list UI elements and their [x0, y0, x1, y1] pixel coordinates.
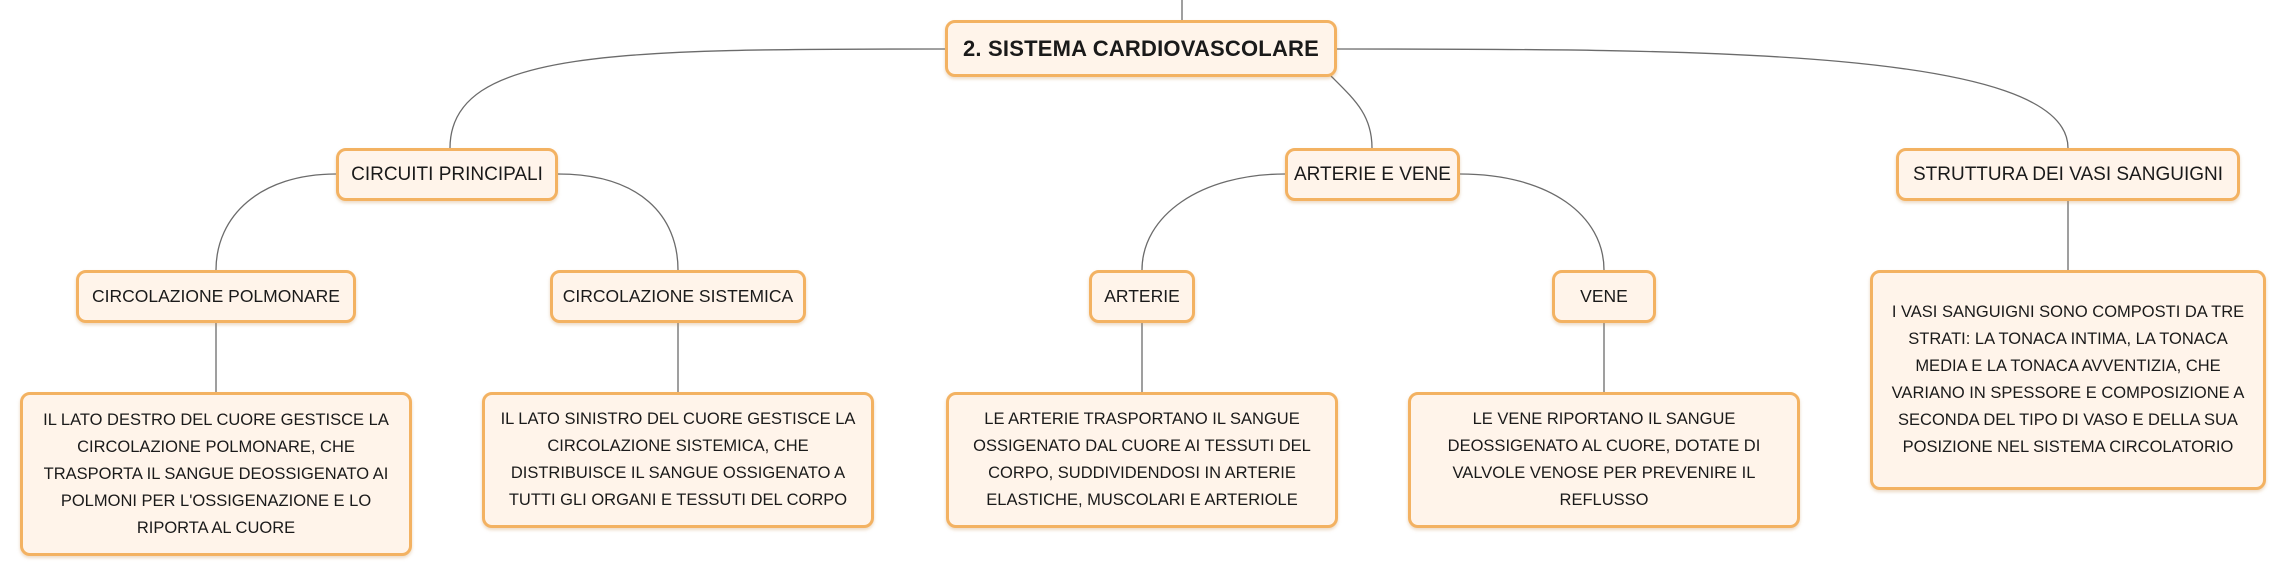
connector-vessels-arteries [1141, 173, 1286, 271]
node-struttura-vasi-sanguigni[interactable]: STRUTTURA DEI VASI SANGUIGNI [1896, 148, 2240, 201]
root-node-sistema-cardiovascolare[interactable]: 2. SISTEMA CARDIOVASCOLARE [945, 20, 1337, 77]
desc-arterie[interactable]: LE ARTERIE TRASPORTANO IL SANGUE OSSIGEN… [946, 392, 1338, 528]
node-circolazione-sistemica[interactable]: CIRCOLAZIONE SISTEMICA [550, 270, 806, 323]
connector-root-circuits [449, 48, 946, 149]
desc-circolazione-sistemica[interactable]: IL LATO SINISTRO DEL CUORE GESTISCE LA C… [482, 392, 874, 528]
connector-root-structure [1336, 48, 2069, 149]
node-vene[interactable]: VENE [1552, 270, 1656, 323]
node-circuiti-principali[interactable]: CIRCUITI PRINCIPALI [336, 148, 558, 201]
connector-circuits-systemic [557, 173, 679, 271]
desc-vene[interactable]: LE VENE RIPORTANO IL SANGUE DEOSSIGENATO… [1408, 392, 1800, 528]
desc-struttura-vasi-sanguigni[interactable]: I VASI SANGUIGNI SONO COMPOSTI DA TRE ST… [1870, 270, 2266, 490]
connector-vessels-veins [1459, 173, 1605, 271]
desc-circolazione-polmonare[interactable]: IL LATO DESTRO DEL CUORE GESTISCE LA CIR… [20, 392, 412, 556]
node-arterie[interactable]: ARTERIE [1089, 270, 1195, 323]
node-arterie-e-vene[interactable]: ARTERIE E VENE [1285, 148, 1460, 201]
node-circolazione-polmonare[interactable]: CIRCOLAZIONE POLMONARE [76, 270, 356, 323]
connector-circuits-pulmonary [215, 173, 337, 271]
connector-root-vessels [1329, 74, 1373, 149]
